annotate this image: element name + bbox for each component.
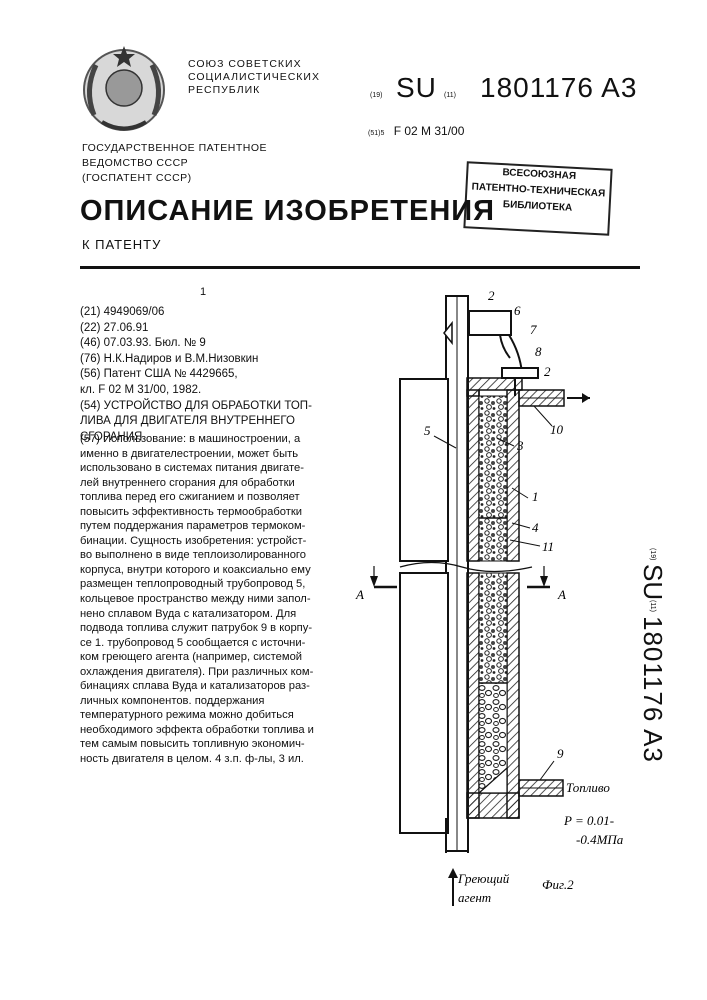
fuel-label: Топливо	[566, 780, 610, 795]
label-2: 2	[544, 364, 551, 379]
biblio-line: (76) Н.К.Надиров и В.М.Низовкин	[80, 352, 342, 368]
biblio-line: (22) 27.06.91	[80, 321, 342, 337]
wood-alloy-catalyst-lower	[479, 573, 507, 683]
insulation-upper	[400, 379, 448, 561]
wood-alloy-catalyst	[479, 396, 507, 561]
ipc-classification: (51)5 F 02 M 31/00	[368, 124, 464, 138]
patent-office: ГОСУДАРСТВЕННОЕ ПАТЕНТНОЕ ВЕДОМСТВО СССР…	[82, 141, 267, 186]
label-2-top: 2	[488, 288, 495, 303]
section-label-right: А	[557, 587, 566, 602]
pressure-label: P = 0.01-	[563, 813, 614, 828]
label-8: 8	[535, 344, 542, 359]
biblio-line: (21) 4949069/06	[80, 305, 342, 321]
bibliographic-data: (21) 4949069/06 (22) 27.06.91 (46) 07.03…	[80, 305, 342, 445]
figure-caption: Фиг.2	[542, 877, 574, 892]
country-code: SU	[396, 72, 437, 104]
label-11: 11	[542, 539, 554, 554]
pressure-unit: -0.4МПа	[576, 832, 624, 847]
housing-wall-lower	[467, 573, 479, 818]
label-10: 10	[550, 422, 564, 437]
bottom-cone	[467, 793, 519, 818]
label-1: 1	[532, 489, 539, 504]
biblio-line: кл. F 02 M 31/00, 1982.	[80, 383, 342, 399]
document-title: ОПИСАНИЕ ИЗОБРЕТЕНИЯ	[80, 195, 495, 228]
section-label-left: А	[355, 587, 364, 602]
housing-wall-upper	[467, 390, 479, 561]
document-subtitle: К ПАТЕНТУ	[82, 237, 161, 252]
biblio-line: ЛИВА ДЛЯ ДВИГАТЕЛЯ ВНУТРЕННЕГО	[80, 414, 342, 430]
label-5: 5	[424, 423, 431, 438]
inid-code-19: (19)	[370, 92, 382, 99]
label-9: 9	[557, 746, 564, 761]
label-4: 4	[532, 520, 539, 535]
sensor-8	[502, 368, 538, 378]
ipc-value: F 02 M 31/00	[394, 124, 465, 138]
label-3: 3	[516, 438, 524, 453]
housing-wall-outer-lower	[507, 573, 519, 818]
inid-code-51: (51)5	[368, 130, 384, 137]
biblio-line: (56) Патент США № 4429665,	[80, 367, 342, 383]
patent-number-block: (19) SU (11) 1801176 A3	[370, 72, 650, 106]
abstract: (57) Использование: в машиностроении, а …	[80, 432, 350, 767]
biblio-line: (46) 07.03.93. Бюл. № 9	[80, 336, 342, 352]
insulation-lower	[400, 573, 448, 833]
biblio-line: (54) УСТРОЙСТВО ДЛЯ ОБРАБОТКИ ТОП-	[80, 399, 342, 415]
patent-number: 1801176 A3	[480, 72, 637, 104]
page-number: 1	[200, 286, 206, 298]
fitting-6	[469, 311, 511, 335]
inid-code-11: (11)	[444, 92, 456, 99]
housing-wall-outer-upper	[507, 390, 519, 561]
label-6: 6	[514, 303, 521, 318]
label-7: 7	[530, 322, 537, 337]
ussr-emblem-icon	[74, 40, 174, 140]
country-name: СОЮЗ СОВЕТСКИХ СОЦИАЛИСТИЧЕСКИХ РЕСПУБЛИ…	[188, 58, 320, 97]
heating-agent-label-1: Греющий	[457, 871, 510, 886]
device-drawing: 2 6 7 8 2 10 5 3 1 4 11 9 А А Топливо P …	[352, 278, 642, 918]
heating-agent-label-2: агент	[458, 890, 491, 905]
header-divider	[80, 266, 640, 269]
